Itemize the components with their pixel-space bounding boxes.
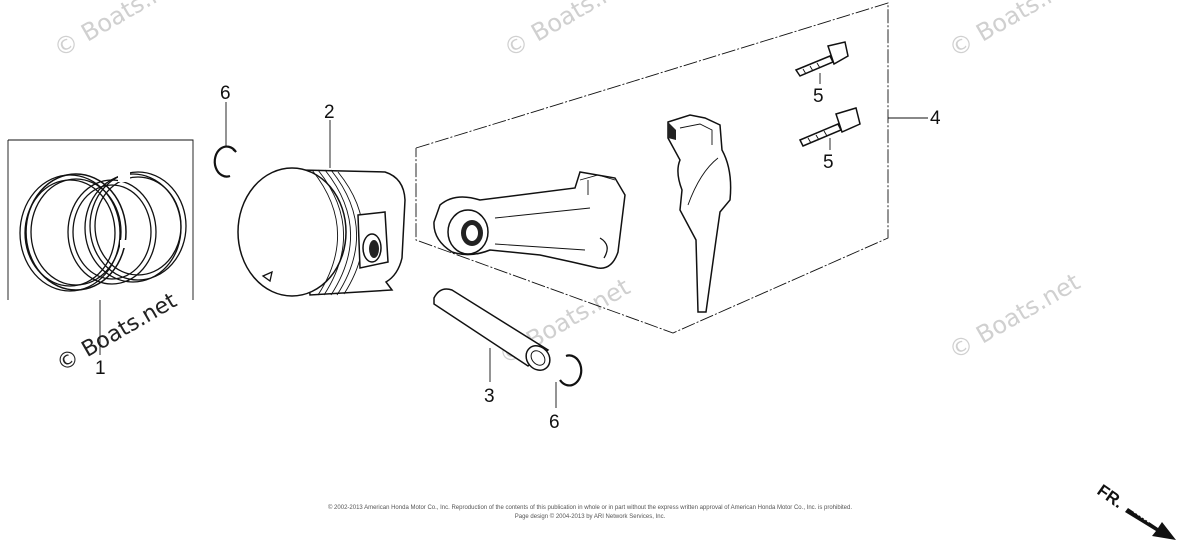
- callout-connecting-rod: 4: [930, 108, 941, 129]
- rod-bolt-upper[interactable]: [794, 41, 849, 77]
- callout-rod-bolt-lower: 5: [823, 152, 834, 173]
- watermark: © Boats.net: [499, 0, 640, 63]
- callout-rod-bolt-upper: 5: [813, 86, 824, 107]
- rod-assembly-frame: [415, 2, 889, 334]
- watermark: © Boats.net: [49, 0, 190, 63]
- copyright-line: © 2002-2013 American Honda Motor Co., In…: [328, 504, 852, 511]
- callout-piston: 2: [324, 102, 335, 123]
- callout-piston-rings: 1: [95, 358, 106, 379]
- direction-arrow-icon: [1125, 508, 1176, 540]
- front-direction-label: FR.: [1094, 481, 1127, 512]
- callout-clip-lower: 6: [549, 412, 560, 433]
- piston-pin-clip-upper[interactable]: [213, 145, 237, 178]
- watermark: © Boats.net: [53, 288, 182, 377]
- front-direction-marker: FR.: [1094, 481, 1176, 540]
- connecting-rod[interactable]: [433, 171, 626, 269]
- callout-piston-pin: 3: [484, 386, 495, 407]
- piston-ring-set[interactable]: [7, 139, 194, 300]
- piston[interactable]: [237, 167, 406, 297]
- watermark: © Boats.net: [944, 0, 1085, 63]
- watermark: © Boats.net: [944, 268, 1085, 365]
- piston-pin-clip-lower[interactable]: [559, 354, 583, 387]
- rod-cap[interactable]: [667, 114, 732, 313]
- piston-pin[interactable]: [433, 288, 555, 375]
- ring-set-frame: [8, 139, 194, 300]
- rod-bolt-lower[interactable]: [798, 107, 861, 147]
- callout-clip-upper: 6: [220, 83, 231, 104]
- page-design-line: Page design © 2004-2013 by ARI Network S…: [515, 513, 666, 520]
